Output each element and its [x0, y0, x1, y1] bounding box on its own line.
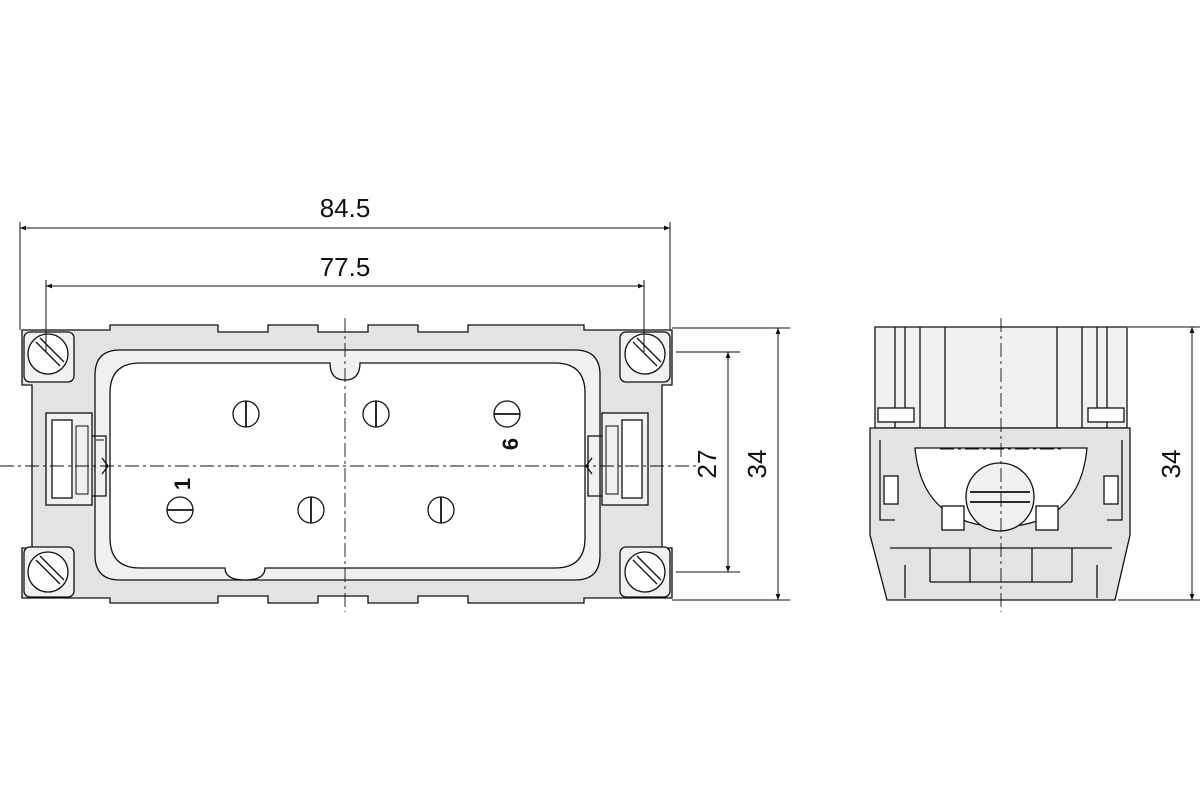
dim-overall-height-front: 34: [742, 450, 772, 479]
dim-overall-width: 84.5: [320, 193, 371, 223]
contact-pin-bottom-1: [166, 496, 194, 524]
screw-bottom-right: [619, 546, 671, 598]
latch-right: [585, 412, 649, 506]
contact-pin-top-3: [493, 400, 521, 428]
dim-overall-height-side: 34: [1156, 450, 1186, 479]
screw-top-right: [619, 331, 671, 383]
front-dimensions: 84.5 77.5 27 34: [19, 193, 790, 601]
latch-left: [45, 412, 109, 506]
contact-pin-top-1: [232, 400, 260, 428]
front-view: 1 6: [0, 318, 700, 612]
pin-label-1: 1: [170, 478, 195, 490]
dim-screw-pitch: 77.5: [320, 252, 371, 282]
contact-pin-bottom-2: [297, 496, 325, 524]
dim-inner-height: 27: [692, 450, 722, 479]
screw-bottom-left: [23, 546, 75, 598]
side-view: [869, 318, 1131, 612]
contact-pin-top-2: [362, 400, 390, 428]
screw-top-left: [23, 331, 75, 383]
pin-label-6: 6: [498, 438, 523, 450]
contact-face: [109, 362, 586, 581]
contact-pin-bottom-3: [427, 496, 455, 524]
center-screw: [965, 462, 1035, 532]
side-dimensions: 34: [1118, 326, 1200, 601]
